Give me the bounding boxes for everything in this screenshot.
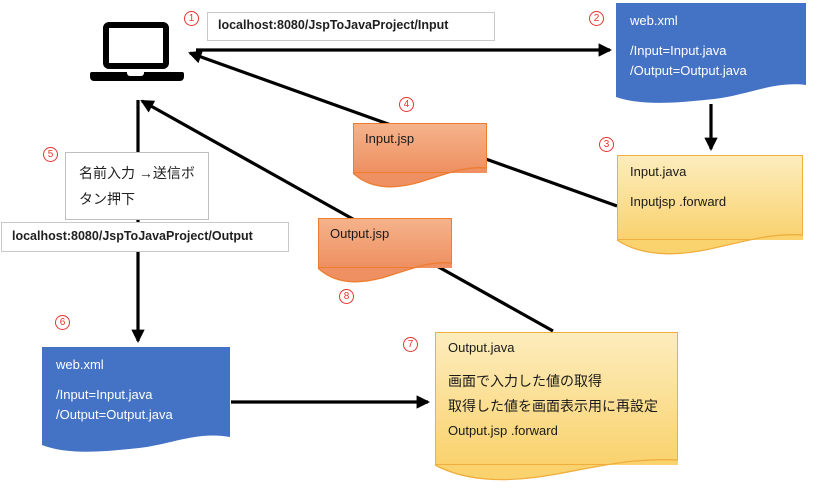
output-java-body1: 画面で入力した値の取得 — [448, 373, 602, 389]
step-badge-5: 5 — [43, 147, 58, 162]
input-jsp-shape — [353, 123, 487, 173]
input-java-shape — [617, 155, 803, 240]
output-java-wave — [434, 459, 679, 481]
output-jsp-title: Output.jsp — [330, 226, 390, 241]
output-jsp-shape — [318, 218, 452, 268]
step-badge-7: 7 — [403, 337, 418, 352]
user-action-box: 名前入力 →送信ボタン押下 — [65, 152, 209, 220]
step-badge-3: 3 — [599, 137, 614, 152]
webxml-top-shape — [616, 3, 806, 103]
laptop-notch — [127, 72, 144, 76]
laptop-icon — [103, 22, 169, 69]
webxml-top-title: web.xml — [630, 13, 678, 28]
arrow-outputjava-to-browser — [140, 99, 554, 333]
user-action-line1: 名前入力 — [79, 165, 135, 181]
step-badge-6: 6 — [55, 315, 70, 330]
webxml-bottom-shape — [42, 347, 230, 452]
output-jsp-text: Output.jsp — [318, 218, 452, 249]
webxml-top-map1: /Input=Input.java — [630, 43, 727, 58]
input-java-title: Input.java — [630, 164, 687, 179]
output-java-body3: Output.jsp .forward — [448, 423, 558, 438]
user-action-text: 名前入力 →送信ボタン押下 — [66, 153, 208, 212]
step-badge-4: 4 — [399, 97, 414, 112]
url-output-box: localhost:8080/JspToJavaProject/Output — [1, 222, 289, 252]
webxml-bottom-title: web.xml — [56, 357, 104, 372]
user-action-line2: →送信ボタン押下 — [79, 165, 195, 207]
step-badge-2: 2 — [589, 11, 604, 26]
url-input-box: localhost:8080/JspToJavaProject/Input — [207, 12, 495, 41]
webxml-bottom-map1: /Input=Input.java — [56, 387, 153, 402]
output-jsp-wave — [317, 262, 453, 283]
laptop-base — [90, 72, 184, 81]
step-badge-1: 1 — [184, 11, 199, 26]
input-jsp-wave — [352, 167, 488, 188]
input-java-text: Input.java Inputjsp .forward — [617, 155, 803, 221]
output-java-body2: 取得した値を画面表示用に再設定 — [448, 398, 658, 414]
input-jsp-text: Input.jsp — [353, 123, 487, 154]
url-input-text: localhost:8080/JspToJavaProject/Input — [218, 18, 449, 32]
input-jsp-title: Input.jsp — [365, 131, 415, 146]
input-java-wave — [616, 234, 804, 255]
webxml-bottom-map2: /Output=Output.java — [56, 407, 173, 422]
webxml-bottom-text: web.xml /Input=Input.java /Output=Output… — [42, 347, 230, 435]
output-java-text: Output.java 画面で入力した値の取得 取得した値を画面表示用に再設定 … — [435, 332, 678, 451]
output-java-shape — [435, 332, 678, 465]
input-java-body: Inputjsp .forward — [630, 194, 727, 209]
webxml-top-map2: /Output=Output.java — [630, 63, 747, 78]
webxml-top-text: web.xml /Input=Input.java /Output=Output… — [616, 3, 806, 91]
output-java-title: Output.java — [448, 340, 515, 355]
url-output-text: localhost:8080/JspToJavaProject/Output — [12, 229, 253, 243]
step-badge-8: 8 — [339, 289, 354, 304]
